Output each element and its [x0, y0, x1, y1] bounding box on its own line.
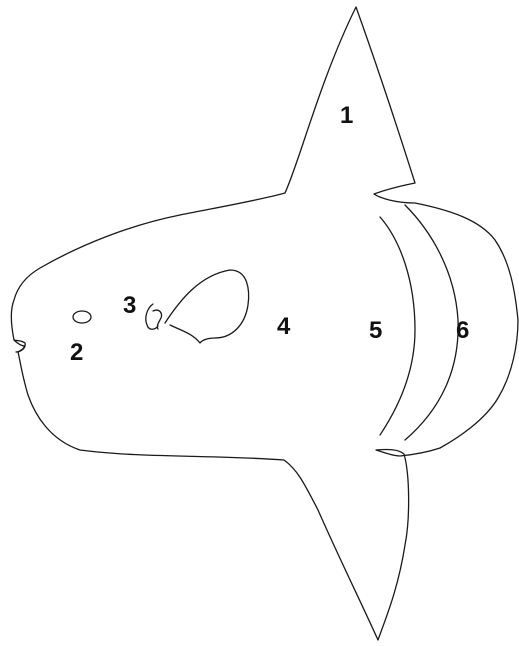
label-6: 6 [456, 317, 469, 344]
label-3: 3 [123, 292, 136, 319]
body-outline [11, 7, 518, 640]
label-1: 1 [340, 102, 353, 129]
label-5: 5 [369, 317, 382, 344]
eye-outline [73, 311, 91, 323]
pectoral-fin-outline [165, 270, 249, 343]
band-outer-curve [405, 205, 458, 440]
gill-opening-outline [146, 304, 162, 329]
label-2: 2 [70, 339, 83, 366]
label-4: 4 [277, 313, 291, 340]
band-inner-curve [380, 217, 415, 435]
